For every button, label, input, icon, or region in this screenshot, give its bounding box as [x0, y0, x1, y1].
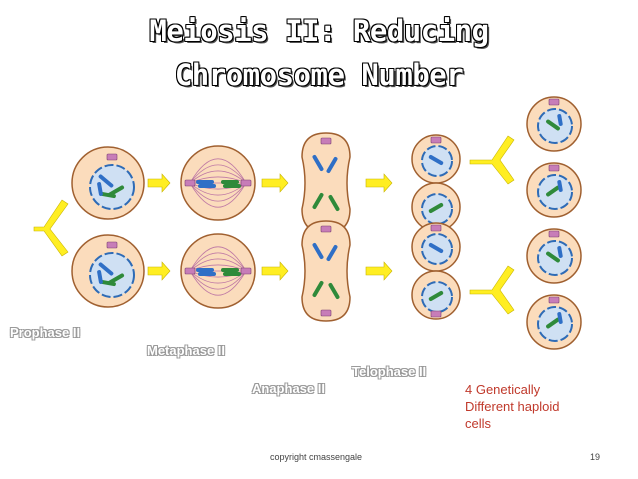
prophase-chromosome-top: [98, 174, 114, 188]
haploid-chromosome: [546, 251, 560, 263]
prophase-chromosome-top: [97, 182, 103, 196]
result-line-2: Different haploid: [465, 399, 560, 414]
haploid-centriole: [548, 164, 560, 172]
haploid-chromosome: [557, 246, 563, 258]
telophase-chromosome-top: [428, 203, 444, 213]
prophase-chromosome-top: [100, 191, 116, 199]
haploid-chromosome: [546, 119, 560, 131]
arrow-ana-telo-top: [365, 173, 393, 193]
telophase-chromosome-top: [428, 155, 444, 165]
metaphase-spindle-top: [189, 182, 247, 196]
haploid-chromosome: [546, 317, 560, 329]
arrow-ana-telo-bottom: [365, 261, 393, 281]
metaphase-centriole-top: [240, 179, 252, 187]
page-number: 19: [590, 452, 601, 462]
metaphase-centriole-bottom: [184, 267, 196, 275]
anaphase-chromosome-top: [312, 154, 324, 172]
arrow-meta-ana-top: [261, 173, 289, 193]
metaphase-spindle-bottom: [189, 270, 247, 296]
anaphase-chromosome-bottom: [312, 242, 324, 260]
metaphase-spindle-bottom: [189, 252, 247, 272]
haploid-chromosome: [546, 185, 560, 197]
metaphase-spindle-top: [189, 182, 247, 202]
prophase-chromosome-top: [107, 185, 125, 197]
haploid-centriole: [548, 98, 560, 106]
title-line-1: Meiosis II: Reducing: [149, 14, 489, 48]
anaphase-centriole-bottom: [320, 225, 332, 233]
metaphase-centriole-top: [184, 179, 196, 187]
anaphase-chromosome-bottom: [326, 244, 338, 262]
metaphase-spindle-bottom: [189, 258, 247, 272]
haploid-chromosome: [557, 114, 563, 126]
telophase-centriole-top: [430, 136, 442, 144]
anaphase-chromosome-top: [326, 156, 338, 174]
footer-copyright: copyright cmassengale: [270, 452, 363, 462]
telophase-centriole-bottom: [430, 224, 442, 232]
prophase-centriole-top: [106, 153, 118, 161]
telophase-centriole-bottom: [430, 310, 442, 318]
anaphase-chromosome-bottom: [328, 282, 340, 300]
label-metaphase-ii: Metaphase II: [147, 343, 226, 358]
label-prophase-ii: Prophase II: [10, 325, 81, 340]
arrow-pro-meta-top: [147, 173, 171, 193]
anaphase-chromosome-top: [328, 194, 340, 212]
metaphase-centriole-bottom: [240, 267, 252, 275]
anaphase-chromosome-top: [312, 192, 324, 210]
anaphase-cell-bottom: [301, 220, 351, 322]
metaphase-spindle-top: [189, 182, 247, 208]
prophase-chromosome-bottom: [97, 270, 103, 284]
telophase-chromosome-bottom: [428, 243, 444, 253]
anaphase-chromosome-bottom: [312, 280, 324, 298]
anaphase-centriole-bottom: [320, 309, 332, 317]
result-label: 4 Genetically Different haploid cells: [465, 381, 605, 432]
prophase-chromosome-bottom: [100, 279, 116, 287]
title-line-2: Chromosome Number: [174, 58, 464, 92]
prophase-centriole-bottom: [106, 241, 118, 249]
arrow-meta-ana-bottom: [261, 261, 289, 281]
metaphase-spindle-top: [189, 164, 247, 184]
metaphase-spindle-bottom: [189, 270, 247, 290]
split-arrow-right-bottom: [469, 265, 515, 315]
prophase-chromosome-bottom: [107, 273, 125, 285]
anaphase-centriole-top: [320, 137, 332, 145]
anaphase-cell-top: [301, 132, 351, 234]
haploid-chromosome: [557, 312, 563, 324]
result-line-3: cells: [465, 416, 492, 431]
prophase-chromosome-bottom: [98, 262, 114, 276]
metaphase-spindle-top: [189, 158, 247, 184]
result-line-1: 4 Genetically: [465, 382, 541, 397]
arrow-pro-meta-bottom: [147, 261, 171, 281]
label-anaphase-ii: Anaphase II: [252, 381, 325, 396]
metaphase-spindle-bottom: [189, 246, 247, 272]
haploid-centriole: [548, 230, 560, 238]
split-arrow-left: [33, 199, 69, 257]
telophase-chromosome-bottom: [428, 291, 444, 301]
haploid-chromosome: [557, 180, 563, 192]
metaphase-spindle-top: [189, 170, 247, 184]
haploid-centriole: [548, 296, 560, 304]
label-telophase-ii: Telophase II: [352, 364, 427, 379]
metaphase-spindle-bottom: [189, 270, 247, 284]
split-arrow-right-top: [469, 135, 515, 185]
